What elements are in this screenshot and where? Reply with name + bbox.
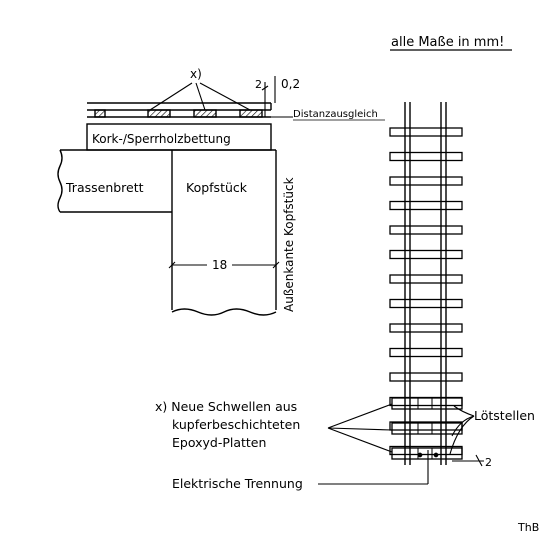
bedding-label: Kork-/Sperrholzbettung <box>92 132 231 146</box>
track-sleeper <box>389 176 463 186</box>
new-sleeper <box>391 397 463 410</box>
track-sleeper <box>389 372 463 382</box>
track-sleeper <box>389 249 463 260</box>
units-note: alle Maße in mm! <box>391 35 504 50</box>
kopfstueck-label: Kopfstück <box>186 180 248 195</box>
outer-edge-label: Außenkante Kopfstück <box>282 177 296 312</box>
electrical-label: Elektrische Trennung <box>172 476 303 491</box>
new-sleeper <box>391 447 463 460</box>
height-dim: 2 <box>255 78 262 91</box>
spacer-label: Distanzausgleich <box>293 109 378 120</box>
legend-text: x) Neue Schwellen aus kupferbeschichtete… <box>155 398 300 452</box>
legend-line2: kupferbeschichteten <box>172 417 301 432</box>
sleeper-hatched-2 <box>193 109 217 118</box>
signature: ThB <box>517 521 539 534</box>
track-sleeper <box>389 274 463 284</box>
track-sleeper <box>389 396 463 407</box>
track-sleeper <box>389 347 463 358</box>
gap-dim: 2 <box>485 456 492 469</box>
sleeper-hatched-4 <box>94 109 106 118</box>
tolerance-dim: 0,2 <box>281 77 300 91</box>
track-sleeper <box>389 323 463 333</box>
electrical-gap <box>417 450 439 475</box>
width-dim: 18 <box>212 258 227 272</box>
track-sleeper <box>389 225 463 235</box>
legend-line3: Epoxyd-Platten <box>172 435 267 450</box>
legend-line1: Neue Schwellen aus <box>171 399 298 414</box>
new-sleepers-marker: x) <box>190 67 202 81</box>
sleeper-hatched-3 <box>239 109 263 118</box>
rails <box>404 102 447 465</box>
legend-marker: x) <box>155 399 168 414</box>
track-sleeper <box>389 200 463 211</box>
sleeper-hatched-1 <box>147 109 171 118</box>
trassenbrett-label: Trassenbrett <box>65 180 144 195</box>
track-sleeper <box>389 127 463 137</box>
new-sleeper <box>391 422 463 435</box>
track-sleepers <box>389 127 463 460</box>
track-sleeper <box>389 151 463 162</box>
cross-section <box>57 102 277 316</box>
track-sleeper <box>389 298 463 309</box>
solder-label: Lötstellen <box>474 408 535 423</box>
